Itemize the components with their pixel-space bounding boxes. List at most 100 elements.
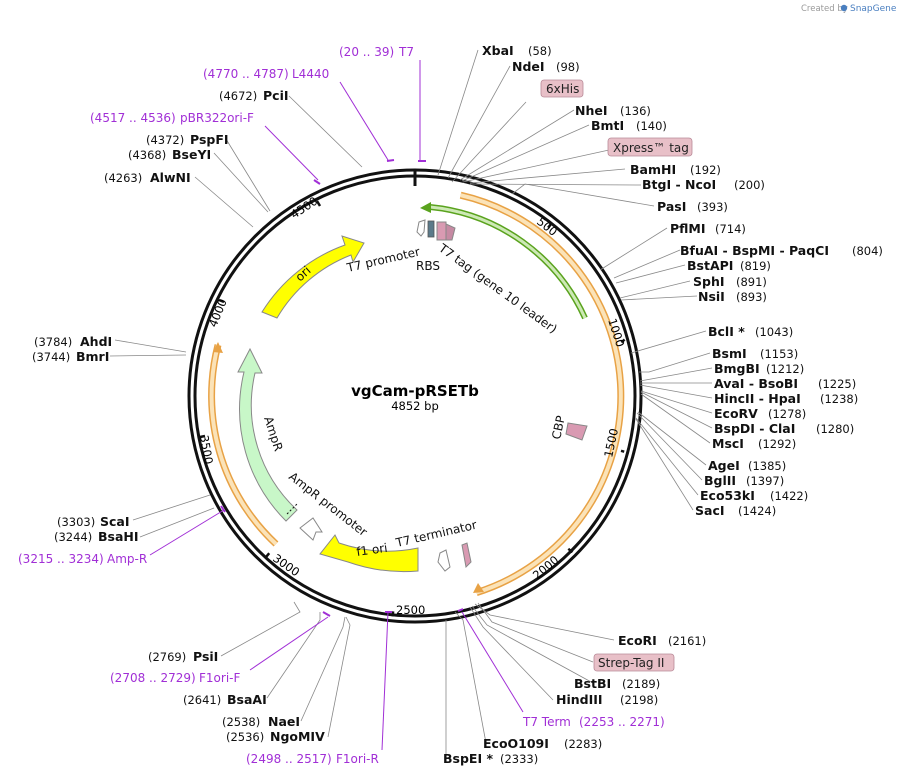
connector-nsii [620, 295, 698, 301]
primer-name-t7[interactable]: T7 [398, 45, 414, 59]
site-name-bseyi[interactable]: BseYI [172, 147, 211, 162]
primer-line-f1ori-r [381, 611, 389, 751]
site-name-bsahi[interactable]: BsaHI [98, 529, 139, 544]
site-pos-pasi: (393) [697, 200, 728, 214]
site-name-btgi-ncoi[interactable]: BtgI - NcoI [642, 177, 716, 192]
primer-name-pbr322ori[interactable]: pBR322ori-F [180, 111, 254, 125]
primer-name-t7term[interactable]: T7 Term [522, 715, 571, 729]
site-name-avai[interactable]: AvaI - BsoBI [714, 376, 798, 391]
connector-alwni [194, 176, 254, 228]
site-name-bamhi[interactable]: BamHI [630, 162, 676, 177]
site-pos-agei: (1385) [748, 459, 786, 473]
primer-name-l4440[interactable]: L4440 [292, 67, 329, 81]
primer-name-f1ori-r[interactable]: F1ori-R [336, 752, 379, 766]
ampr-promoter-arrow [299, 517, 323, 541]
tag-box-6xhis[interactable] [540, 79, 584, 98]
site-name-agei[interactable]: AgeI [708, 458, 740, 473]
primer-mark-l4440 [386, 159, 395, 162]
site-name-bstbi[interactable]: BstBI [574, 676, 611, 691]
site-name-psii[interactable]: PsiI [193, 649, 218, 664]
ori-arrow [261, 235, 365, 319]
cbp-label: CBP [549, 414, 568, 440]
site-name-naei[interactable]: NaeI [268, 714, 300, 729]
primer-range-t7: (20 .. 39) [339, 45, 394, 59]
primer-line-pbr322ori [264, 125, 319, 181]
site-name-bmgbi[interactable]: BmgBI [714, 361, 760, 376]
site-name-bmti[interactable]: BmtI [591, 118, 624, 133]
connector-bmri [109, 354, 187, 357]
site-name-ecorv[interactable]: EcoRV [714, 406, 758, 421]
tag-label-6xhis: 6xHis [546, 82, 579, 96]
site-pos-naei: (2538) [222, 715, 260, 729]
site-pos-xbai: (58) [528, 44, 552, 58]
site-pos-nsii: (893) [736, 290, 767, 304]
site-name-nsii[interactable]: NsiI [698, 289, 725, 304]
primer-labels: (20 .. 39) T7 (4770 .. 4787) L4440 (4517… [18, 45, 665, 766]
site-name-saci[interactable]: SacI [695, 503, 725, 518]
site-pos-bmti: (140) [636, 119, 667, 133]
site-pos-ngomiv: (2536) [226, 730, 264, 744]
tag-box-xpress[interactable] [607, 137, 693, 157]
site-name-pspfi[interactable]: PspFI [190, 132, 229, 147]
primer-name-ampr[interactable]: Amp-R [107, 552, 147, 566]
site-name-hindiii[interactable]: HindIII [556, 692, 603, 707]
connector-bmti [461, 124, 590, 182]
tag-box-strep[interactable] [593, 653, 675, 672]
site-name-ndei[interactable]: NdeI [512, 59, 545, 74]
feature-f1-ori: f1 ori [319, 534, 419, 573]
primer-range-t7term: (2253 .. 2271) [579, 715, 665, 729]
site-name-bfuai[interactable]: BfuAI - BspMI - PaqCI [680, 243, 829, 258]
site-name-msci[interactable]: MscI [712, 436, 744, 451]
site-name-pasi[interactable]: PasI [657, 199, 686, 214]
tick-4500 [315, 200, 322, 207]
feature-t7-promoter-rbs: T7 promoter RBS T7 tag (gene 10 leader) [345, 219, 560, 336]
site-name-ecoo109i[interactable]: EcoO109I [483, 736, 549, 751]
site-pos-bfuai: (804) [852, 244, 883, 258]
site-name-bspei[interactable]: BspEI * [443, 751, 493, 766]
site-pos-psii: (2769) [148, 650, 186, 664]
primer-line-l4440 [339, 81, 389, 161]
site-pos-bglii: (1397) [746, 474, 784, 488]
site-pos-scai: (3303) [57, 515, 95, 529]
connector-nhei [459, 109, 575, 181]
connector-ndei [447, 65, 511, 179]
site-name-xbai[interactable]: XbaI [482, 43, 514, 58]
tick-label-1500: 1500 [601, 427, 621, 459]
tag-feature-block [436, 221, 447, 241]
site-name-pcii[interactable]: PciI [263, 88, 289, 103]
t7-terminator-misc-feature [461, 542, 472, 569]
site-name-alwni[interactable]: AlwNI [150, 170, 191, 185]
feature-ori: ori [261, 235, 365, 319]
site-name-ecori[interactable]: EcoRI [618, 633, 657, 648]
site-name-bstapi[interactable]: BstAPI [687, 258, 733, 273]
primer-name-f1ori-f[interactable]: F1ori-F [199, 671, 240, 685]
site-name-bsmi[interactable]: BsmI [712, 346, 747, 361]
site-name-nhei[interactable]: NheI [575, 103, 608, 118]
connector-bspdi [640, 391, 713, 429]
t7-tag-arrowhead [420, 202, 431, 213]
feature-cbp: CBP [549, 414, 588, 441]
site-pos-nhei: (136) [620, 104, 651, 118]
site-name-ngomiv[interactable]: NgoMIV [270, 729, 325, 744]
site-name-bsaai[interactable]: BsaAI [227, 692, 267, 707]
site-name-sphi[interactable]: SphI [693, 274, 725, 289]
site-name-bspdi[interactable]: BspDI - ClaI [714, 421, 795, 436]
connector-hindiii [469, 606, 554, 701]
connector-hincii [639, 384, 713, 399]
site-name-eco53ki[interactable]: Eco53kI [700, 488, 755, 503]
site-name-bglii[interactable]: BglII [704, 473, 736, 488]
tag-labels: 6xHis Xpress™ tag Strep-Tag II [540, 79, 693, 672]
orange-band-fill [460, 193, 623, 595]
primer-mark-t7term [457, 608, 464, 612]
credit-brand: SnapGene [850, 4, 897, 14]
site-name-bcli[interactable]: BclI * [708, 324, 745, 339]
site-name-ahdi[interactable]: AhdI [80, 334, 112, 349]
connector-scai [132, 494, 211, 521]
site-name-bmri[interactable]: BmrI [76, 349, 109, 364]
primer-line-f1ori-f [249, 616, 329, 671]
site-name-scai[interactable]: ScaI [100, 514, 130, 529]
site-name-hincii[interactable]: HincII - HpaI [714, 391, 801, 406]
site-name-pflmi[interactable]: PflMI [670, 221, 706, 236]
connector-bseyi [213, 152, 269, 213]
